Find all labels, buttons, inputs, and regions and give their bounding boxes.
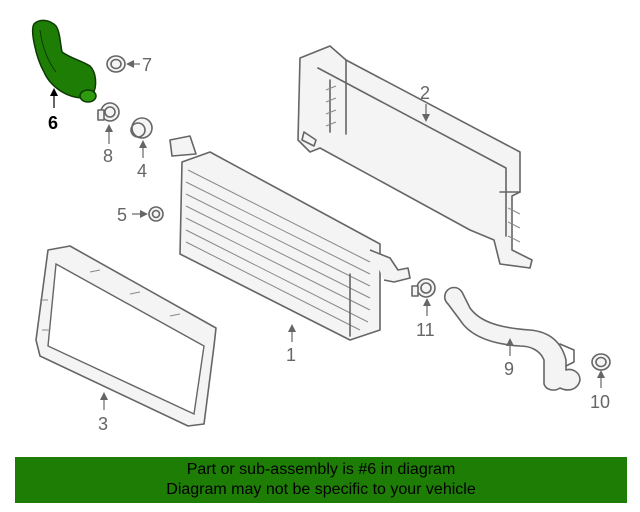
info-banner: Part or sub-assembly is #6 in diagram Di… — [15, 457, 627, 503]
part-4-bushing[interactable] — [130, 117, 153, 139]
parts-diagram: 6 7 8 4 5 2 1 11 9 — [32, 19, 611, 434]
callout-6: 6 — [48, 88, 58, 133]
part-5-grommet[interactable] — [148, 206, 164, 222]
callout-1-label: 1 — [286, 345, 296, 365]
part-11-clamp[interactable] — [411, 278, 436, 298]
callout-8-label: 8 — [103, 146, 113, 166]
callout-2: 2 — [420, 83, 430, 122]
callout-5: 5 — [117, 205, 148, 225]
banner-line-2: Diagram may not be specific to your vehi… — [166, 481, 476, 498]
part-10-ring[interactable] — [591, 353, 611, 371]
callout-9: 9 — [504, 338, 514, 379]
callout-10: 10 — [590, 370, 610, 412]
callout-6-label: 6 — [48, 113, 58, 133]
callout-2-label: 2 — [420, 83, 430, 103]
part-8-clamp[interactable] — [97, 102, 120, 122]
part-3-lower-frame[interactable] — [35, 245, 217, 427]
callout-9-label: 9 — [504, 359, 514, 379]
callout-3: 3 — [98, 392, 108, 434]
callout-11: 11 — [416, 298, 435, 340]
callout-8: 8 — [103, 124, 113, 166]
callout-11-label: 11 — [416, 320, 435, 340]
callout-7: 7 — [126, 55, 152, 75]
callout-10-label: 10 — [590, 392, 610, 412]
part-6-upper-hose[interactable] — [32, 19, 97, 103]
callout-4-label: 4 — [137, 161, 147, 181]
callout-3-label: 3 — [98, 414, 108, 434]
callout-1: 1 — [286, 324, 296, 365]
callout-7-label: 7 — [142, 55, 152, 75]
part-1-radiator[interactable] — [169, 135, 411, 341]
banner-line-1: Part or sub-assembly is #6 in diagram — [186, 461, 456, 478]
part-9-lower-hose[interactable] — [443, 286, 581, 391]
callout-5-label: 5 — [117, 205, 127, 225]
part-2-frame[interactable] — [297, 45, 533, 269]
callout-4: 4 — [137, 140, 147, 181]
part-7-ring[interactable] — [106, 55, 126, 73]
